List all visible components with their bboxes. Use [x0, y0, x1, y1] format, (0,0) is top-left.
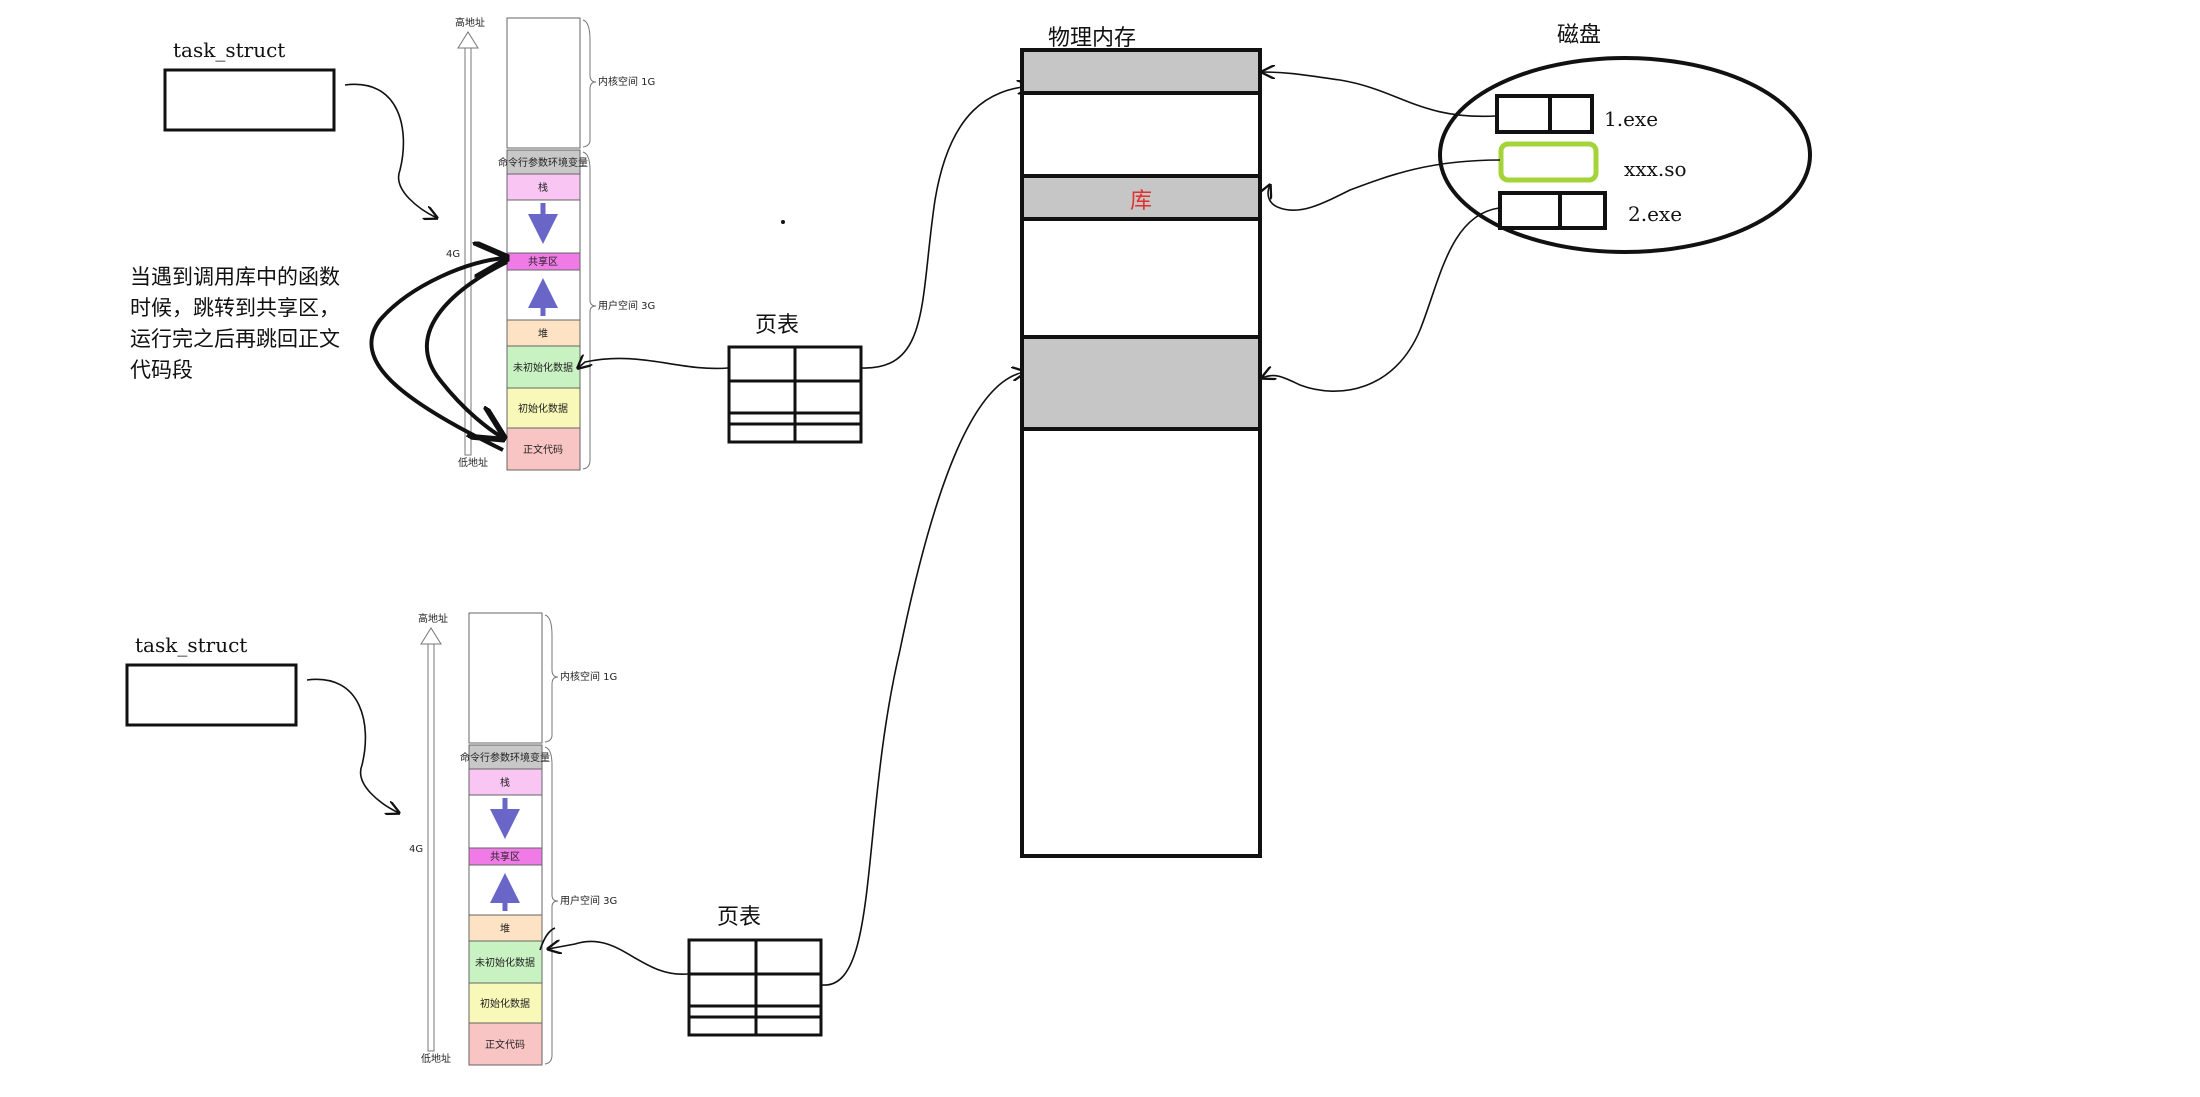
pagetable-to-memory-arrow-top: [861, 86, 1030, 369]
process-bottom: task_struct 高地址 4G 低地址 内核空间 1G 命令行参数环境变量…: [125, 372, 1025, 1066]
disk: 磁盘 1.exe xxx.so 2.exe: [1262, 23, 1812, 392]
bss-to-pagetable-arrow-top: [578, 358, 729, 368]
kernel-space-block-bottom: [468, 612, 543, 744]
segment-stack-label-top: 栈: [538, 181, 548, 194]
memory-block-exe1: [1020, 48, 1262, 95]
segment-text-label-top: 正文代码: [523, 443, 563, 456]
segment-env-label-bottom: 命令行参数环境变量: [460, 751, 550, 764]
segment-heap-top: [506, 319, 581, 347]
segment-env-top: [506, 149, 581, 175]
explanation-note: 当遇到调用库中的函数 时候，跳转到共享区， 运行完之后再跳回正文 代码段: [130, 265, 340, 382]
disk-title: 磁盘: [1557, 23, 1601, 48]
disk-file-exe1-label: 1.exe: [1604, 107, 1658, 131]
disk-file-exe1: [1495, 94, 1594, 134]
jump-to-shared-arrow: [369, 258, 506, 452]
kernel-space-block-top: [506, 17, 581, 149]
library-label: 库: [1130, 189, 1152, 214]
stray-dot: [781, 220, 785, 224]
segment-heap-label-top: 堆: [538, 328, 548, 340]
address-axis-arrowhead-top: [457, 31, 479, 49]
segment-bss-label-top: 未初始化数据: [513, 361, 573, 374]
segment-text-bottom: [468, 1022, 543, 1066]
segment-shared-label-top: 共享区: [528, 255, 558, 268]
size-4g-label-bottom: 4G: [409, 844, 423, 855]
task-struct-box-top: [163, 68, 336, 132]
physical-memory: 物理内存 库: [1020, 26, 1262, 858]
bss-to-pagetable-arrow-bottom: [548, 941, 689, 975]
kernel-space-label-top: 内核空间 1G: [598, 75, 655, 88]
segment-heap-label-bottom: 堆: [500, 923, 510, 935]
page-table-label-top: 页表: [755, 313, 799, 338]
pagetable-to-memory-arrow-bottom: [821, 372, 1025, 986]
disk-file-exe2-label: 2.exe: [1628, 202, 1682, 226]
address-axis-top: [464, 39, 472, 456]
low-addr-label-bottom: 低地址: [421, 1052, 451, 1065]
segment-bss-bottom: [468, 940, 543, 984]
disk-file-lib: [1498, 141, 1599, 183]
exe1-to-memory-arrow: [1262, 72, 1497, 118]
segment-env-label-top: 命令行参数环境变量: [498, 156, 588, 169]
segment-data-label-bottom: 初始化数据: [480, 997, 530, 1010]
disk-file-exe2: [1498, 191, 1607, 230]
low-addr-label-top: 低地址: [458, 456, 488, 469]
high-addr-label-top: 高地址: [455, 16, 485, 29]
physical-memory-column: [1020, 48, 1262, 858]
kernel-space-label-bottom: 内核空间 1G: [560, 670, 617, 683]
segment-stack-label-bottom: 栈: [500, 776, 510, 789]
task-to-addrspace-arrow-top: [344, 83, 437, 218]
high-addr-label-bottom: 高地址: [418, 612, 448, 625]
segment-data-label-top: 初始化数据: [518, 402, 568, 415]
segment-heap-bottom: [468, 914, 543, 942]
segment-data-top: [506, 387, 581, 429]
user-space-label-top: 用户空间 3G: [598, 299, 655, 312]
kernel-brace-top: [582, 19, 597, 148]
segment-text-label-bottom: 正文代码: [485, 1038, 525, 1051]
jump-back-to-text-arrow: [424, 260, 507, 438]
exe2-to-memory-arrow: [1262, 207, 1500, 392]
segment-bss-label-bottom: 未初始化数据: [475, 956, 535, 969]
task-to-addrspace-arrow-bottom: [306, 678, 399, 813]
user-space-label-bottom: 用户空间 3G: [560, 894, 617, 907]
segment-stack-top: [506, 173, 581, 201]
task-struct-box-bottom: [125, 663, 298, 727]
segment-text-top: [506, 427, 581, 471]
task-struct-label-bottom: task_struct: [135, 633, 247, 657]
physical-memory-title: 物理内存: [1048, 26, 1136, 51]
address-axis-bottom: [427, 635, 435, 1052]
user-brace-bottom: [544, 746, 559, 1065]
segment-shared-label-bottom: 共享区: [490, 850, 520, 863]
task-struct-label-top: task_struct: [173, 38, 285, 62]
address-axis-arrowhead-bottom: [420, 627, 442, 645]
size-4g-label-top: 4G: [446, 249, 460, 260]
segment-env-bottom: [468, 744, 543, 770]
disk-ellipse: [1438, 56, 1812, 254]
page-table-label-bottom: 页表: [717, 905, 761, 930]
memory-block-exe2: [1020, 335, 1262, 431]
process-top: task_struct 高地址 4G 低地址 内核空间 1G 命令行参数环境变量…: [163, 16, 1030, 471]
disk-file-lib-label: xxx.so: [1624, 157, 1687, 181]
lib-to-memory-arrow: [1268, 159, 1501, 212]
user-brace-top: [582, 151, 597, 470]
kernel-brace-bottom: [544, 614, 559, 743]
